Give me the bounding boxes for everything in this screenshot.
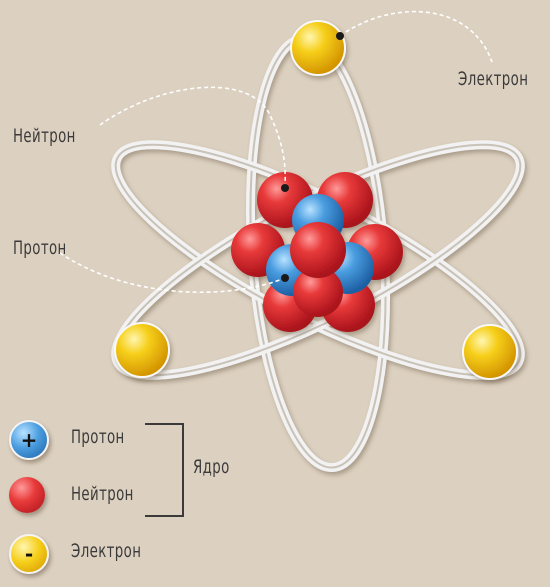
legend-group-nucleus: Ядро: [193, 456, 230, 478]
electron-legend-symbol: -: [25, 542, 33, 566]
label-neutron: Нейтрон: [13, 125, 76, 147]
proton-legend-symbol: +: [21, 428, 38, 452]
nucleus-bracket: [145, 424, 183, 516]
legend-label-proton: Протон: [71, 426, 125, 448]
proton-legend-icon: +: [9, 420, 49, 460]
neutron-leader-dot: [281, 184, 289, 192]
electron-ball: [291, 21, 345, 75]
label-electron: Электрон: [458, 68, 528, 90]
legend-label-neutron: Нейтрон: [71, 483, 134, 505]
electron-leader: [340, 12, 492, 62]
electron-ball: [115, 323, 169, 377]
label-proton: Протон: [13, 237, 67, 259]
electron-leader-dot: [336, 32, 344, 40]
proton-leader-dot: [281, 274, 289, 282]
electron-legend-icon: -: [9, 534, 49, 574]
electron-ball: [463, 325, 517, 379]
legend-label-electron: Электрон: [71, 540, 141, 562]
neutron-ball: [290, 222, 346, 278]
neutron-legend-icon: [9, 477, 45, 513]
